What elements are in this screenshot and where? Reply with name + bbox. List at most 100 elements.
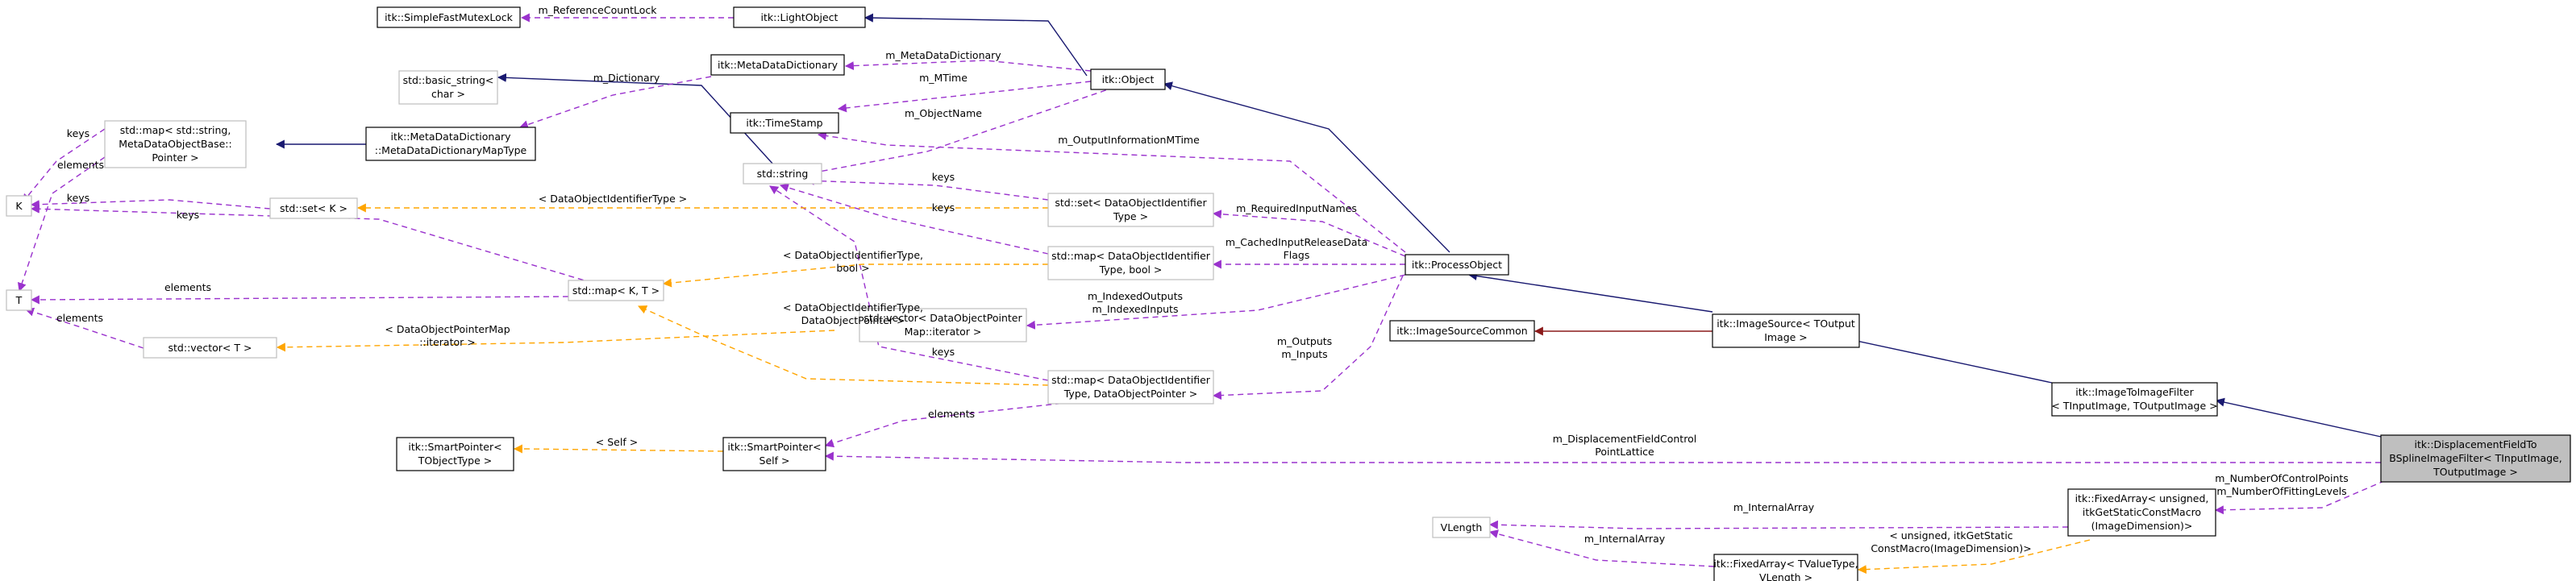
edge-required-input-names <box>1212 210 1406 257</box>
node-time-stamp[interactable]: itk::TimeStamp <box>730 112 839 134</box>
node-map-doid-dop[interactable]: std::map< DataObjectIdentifier Type, Dat… <box>1047 370 1214 405</box>
node-label: Type, bool > <box>1099 264 1163 276</box>
edge-doid-dop <box>637 305 1049 386</box>
edge-keys-mapkt <box>30 204 593 284</box>
node-map-kt[interactable]: std::map< K, T > <box>568 280 664 301</box>
node-label: std::map< DataObjectIdentifier <box>1051 250 1211 262</box>
edge-label: elements <box>56 312 103 324</box>
edge-output-information-mtime <box>817 131 1406 253</box>
node-std-string[interactable]: std::string <box>743 163 822 185</box>
edge-label: PointLattice <box>1595 446 1654 458</box>
node-label: BSplineImageFilter< TInputImage, <box>2389 452 2561 464</box>
node-label: VLength > <box>1759 571 1812 581</box>
node-label: itk::SmartPointer< <box>408 441 501 453</box>
edge-label: bool > <box>836 262 869 274</box>
node-label: itk::ImageToImageFilter <box>2075 386 2194 398</box>
node-label: itk::LightObject <box>761 11 839 23</box>
edge-label: m_DisplacementFieldControl <box>1553 433 1696 445</box>
edge-processobject-to-imagesource <box>1467 272 1713 313</box>
edge-label: m_RequiredInputNames <box>1236 202 1357 214</box>
node-process-object[interactable]: itk::ProcessObject <box>1405 254 1509 276</box>
edge-self <box>513 444 724 454</box>
node-vector-t[interactable]: std::vector< T > <box>143 337 277 359</box>
edge-label: m_IndexedInputs <box>1092 303 1179 315</box>
node-object[interactable]: itk::Object <box>1090 68 1166 90</box>
edge-object-to-processobject <box>1163 81 1450 253</box>
edge-label: < unsigned, itkGetStatic <box>1889 529 2012 542</box>
node-label: itk::FixedArray< TValueType, <box>1713 558 1858 570</box>
edge-internal-array-2 <box>1488 529 1715 567</box>
node-image-source[interactable]: itk::ImageSource< TOutput Image > <box>1712 313 1860 348</box>
node-label: std::map< DataObjectIdentifier <box>1051 374 1211 386</box>
edge-keys-setdoid <box>805 176 1049 201</box>
node-label: ::MetaDataDictionaryMapType <box>375 144 527 156</box>
node-displacement-field-filter[interactable]: itk::DisplacementFieldTo BSplineImageFil… <box>2380 434 2571 483</box>
node-label: itk::SimpleFastMutexLock <box>385 11 514 23</box>
node-label: std::string <box>757 168 809 180</box>
node-label: std::set< K > <box>280 202 347 214</box>
edge-dop-map-iterator <box>276 330 835 352</box>
node-label: itkGetStaticConstMacro <box>2083 506 2201 518</box>
edge-internal-array-1 <box>1488 520 2069 529</box>
edge-label: keys <box>177 209 199 221</box>
node-t[interactable]: T <box>6 289 32 311</box>
edge-label: m_Dictionary <box>593 72 660 84</box>
node-smart-pointer-self[interactable]: itk::SmartPointer< Self > <box>722 437 826 471</box>
edge-label: m_InternalArray <box>1584 533 1666 545</box>
edge-mtime <box>837 81 1092 113</box>
node-image-to-image-filter[interactable]: itk::ImageToImageFilter < TInputImage, T… <box>2051 382 2218 417</box>
edge-label: m_IndexedOutputs <box>1088 290 1183 302</box>
node-map-meta[interactable]: std::map< std::string, MetaDataObjectBas… <box>104 120 247 168</box>
node-dictionary-map-type[interactable]: itk::MetaDataDictionary ::MetaDataDictio… <box>365 127 536 161</box>
node-fixed-array-tvaluetype[interactable]: itk::FixedArray< TValueType, VLength > <box>1713 554 1858 581</box>
node-fixed-array-unsigned[interactable]: itk::FixedArray< unsigned, itkGetStaticC… <box>2067 488 2216 537</box>
node-label: Self > <box>759 454 790 467</box>
node-label: itk::FixedArray< unsigned, <box>2075 492 2209 504</box>
edge-label: keys <box>932 171 955 183</box>
node-light-object[interactable]: itk::LightObject <box>733 6 866 28</box>
edge-displacement-field-control <box>824 451 2381 463</box>
edge-label: m_NumberOfFittingLevels <box>2216 485 2346 497</box>
edge-label: m_Outputs <box>1277 335 1332 347</box>
edge-number-of-control-points <box>2214 472 2403 515</box>
edge-imagetoimagefilter-to-displacement <box>2215 397 2382 438</box>
edge-label: ConstMacro(ImageDimension)> <box>1871 542 2031 554</box>
edge-keys-mapdoiddop <box>769 185 1049 381</box>
node-set-doid[interactable]: std::set< DataObjectIdentifier Type > <box>1047 193 1214 227</box>
edge-meta-data-dictionary <box>844 60 1092 72</box>
node-vector-dop[interactable]: std::vector< DataObjectPointer Map::iter… <box>859 308 1027 342</box>
edge-keys-mapdoidbool <box>779 183 1049 255</box>
node-set-k[interactable]: std::set< K > <box>269 197 358 219</box>
edge-label: keys <box>67 192 89 204</box>
edge-label: m_InternalArray <box>1733 501 1815 513</box>
edge-label: elements <box>928 408 975 420</box>
node-meta-data-dictionary[interactable]: itk::MetaDataDictionary <box>710 54 845 76</box>
node-simple-fast-mutex-lock[interactable]: itk::SimpleFastMutexLock <box>377 6 521 28</box>
node-vlength[interactable]: VLength <box>1432 517 1491 538</box>
edge-label: m_ReferenceCountLock <box>539 4 658 16</box>
node-label: Type, DataObjectPointer > <box>1063 388 1198 400</box>
node-k[interactable]: K <box>6 195 32 217</box>
node-basic-string[interactable]: std::basic_string< char > <box>398 70 498 105</box>
edge-indexed-outputs <box>1026 274 1406 330</box>
edge-label: < DataObjectPointerMap <box>385 323 510 335</box>
edge-unsigned-static <box>1857 539 2091 575</box>
node-smart-pointer-tobjecttype[interactable]: itk::SmartPointer< TObjectType > <box>396 437 514 471</box>
node-label: Map::iterator > <box>905 326 982 338</box>
edge-label: < DataObjectIdentifierType, <box>783 249 923 261</box>
edge-imagesource-to-imagetoimagefilter <box>1829 332 2053 384</box>
node-label: TOutputImage > <box>2432 466 2518 478</box>
edge-keys-mapmeta <box>22 128 106 203</box>
edge-object-name <box>805 86 1116 177</box>
node-image-source-common[interactable]: itk::ImageSourceCommon <box>1389 320 1535 342</box>
edge-label: Flags <box>1284 249 1310 261</box>
node-label: std::set< DataObjectIdentifier <box>1055 197 1207 209</box>
node-map-doid-bool[interactable]: std::map< DataObjectIdentifier Type, boo… <box>1047 246 1214 280</box>
edge-doid-bool <box>662 264 1048 288</box>
node-label: Pointer > <box>152 151 198 164</box>
node-label: Image > <box>1764 331 1808 343</box>
node-label: std::basic_string< <box>403 74 494 86</box>
node-label: T <box>15 294 23 306</box>
node-label: < TInputImage, TOutputImage > <box>2051 400 2217 412</box>
